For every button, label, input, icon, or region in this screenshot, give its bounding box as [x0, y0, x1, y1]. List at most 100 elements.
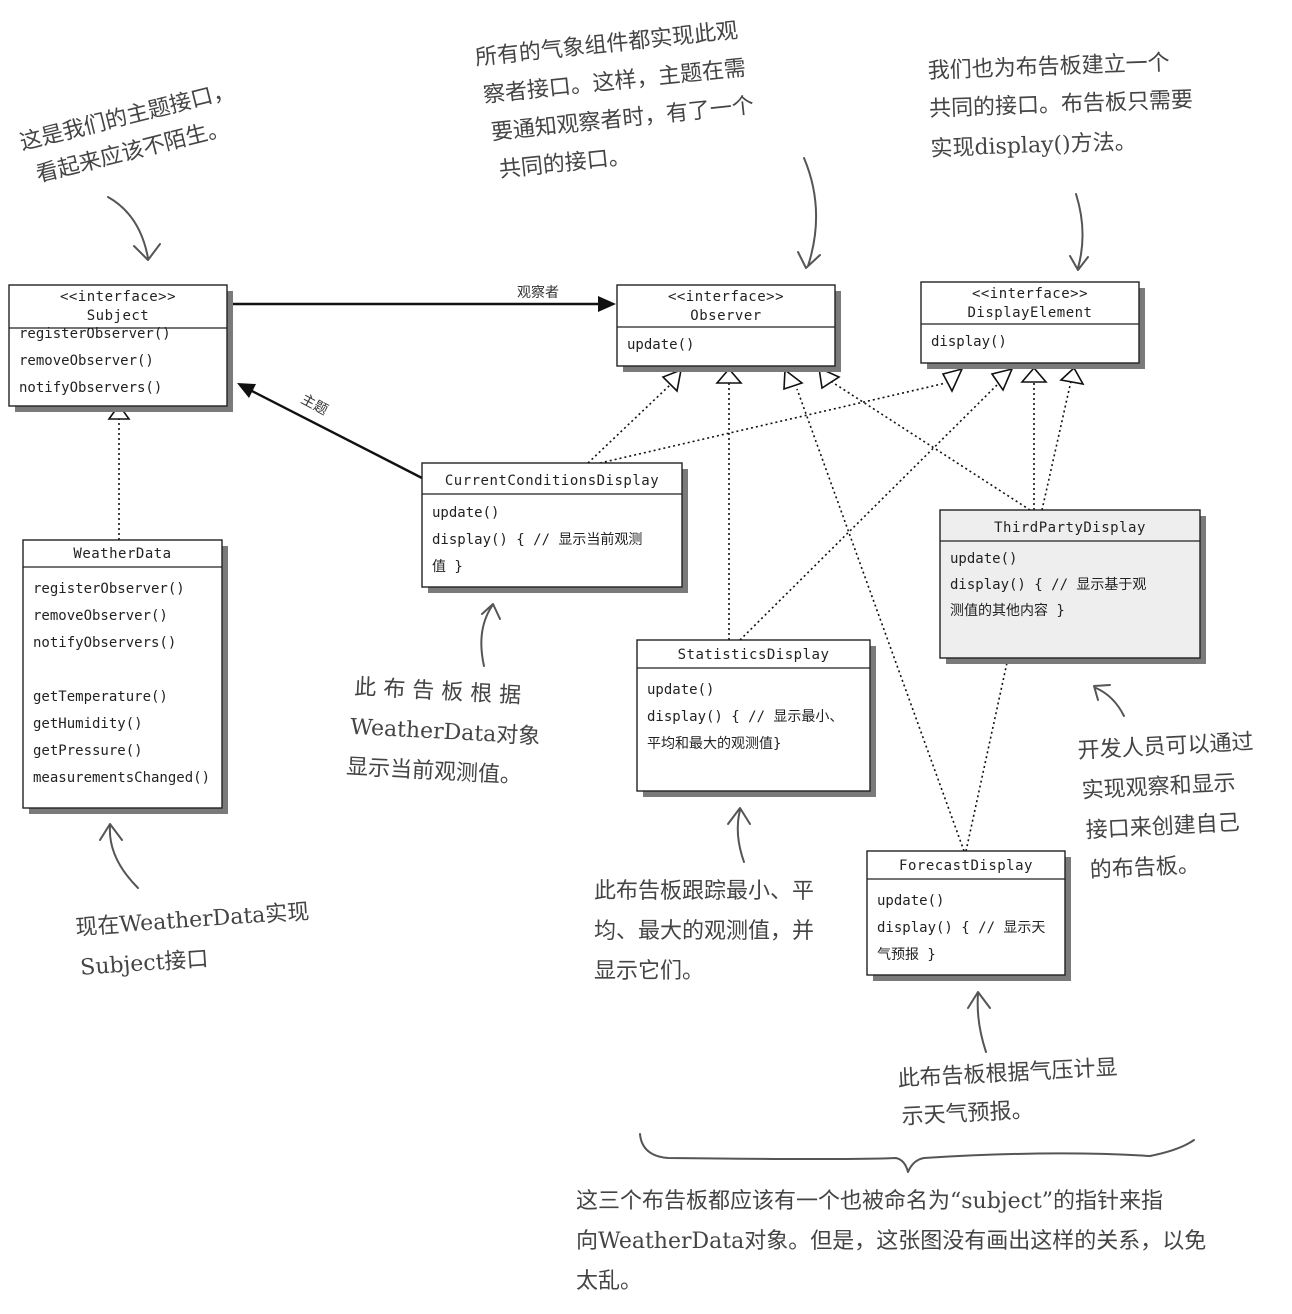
statistics-class-name: StatisticsDisplay: [678, 647, 830, 663]
display-element-method: display(): [931, 334, 1007, 350]
current-implements-display: [599, 382, 947, 464]
current-note: 此 布 告 板 根 据 WeatherData对象 显示当前观测值。: [346, 675, 541, 789]
observer-class-name: Observer: [690, 308, 761, 324]
third-party-note: 开发人员可以通过 实现观察和显示 接口来创建自己 的布告板。: [1077, 730, 1254, 884]
current-note-line: WeatherData对象: [350, 715, 541, 750]
subject-method: registerObserver(): [19, 326, 171, 342]
thirdparty-implements-display-2: [1041, 380, 1072, 511]
forecast-note-line: 此布告板根据气压计显: [897, 1056, 1118, 1092]
display-generalization-triangle-4: [1059, 366, 1085, 386]
statistics-note-line: 均、最大的观测值，并: [594, 919, 814, 944]
observer-method: update(): [627, 337, 694, 353]
observer-note-line: 共同的接口。: [498, 144, 632, 183]
current-conditions-box-frame: [421, 462, 683, 588]
forecast-class-box: ForecastDisplay update() display() { // 显示…: [866, 850, 1071, 981]
display-note: 我们也为布告板建立一个 共同的接口。布告板只需要 实现display()方法。: [927, 51, 1194, 162]
display-element-class-box: <<interface>> DisplayElement display(): [920, 281, 1145, 369]
forecast-box-frame: [866, 850, 1066, 976]
subject-note: 这是我们的主题接口， 看起来应该不陌生。: [17, 78, 237, 188]
subject-method: notifyObservers(): [19, 380, 162, 396]
observer-stereotype: <<interface>>: [668, 289, 784, 305]
statistics-method: 平均和最大的观测值}: [647, 736, 781, 752]
weather-note: 现在WeatherData实现 Subject接口: [75, 900, 310, 981]
current-conditions-method: 值 }: [432, 559, 463, 575]
display-generalization-triangle-2: [990, 367, 1014, 392]
weather-data-method: measurementsChanged(): [33, 770, 210, 786]
weather-data-class-name: WeatherData: [73, 546, 171, 562]
weather-data-method: notifyObservers(): [33, 635, 176, 651]
weather-data-method: registerObserver(): [33, 581, 185, 597]
bottom-note: 这三个布告板都应该有一个也被命名为“subject”的指针来指 向Weather…: [576, 1189, 1206, 1294]
display-pointer-arrow: [1069, 193, 1089, 271]
current-conditions-class-box: CurrentConditionsDisplay update() display(…: [421, 462, 688, 593]
forecast-implements-observer: [796, 388, 965, 852]
forecast-class-name: ForecastDisplay: [899, 858, 1033, 874]
statistics-box-frame: [636, 639, 871, 792]
bottom-brace: [639, 1133, 1195, 1173]
observer-pointer-arrow: [797, 157, 821, 269]
subject-class-box: <<interface>> Subject registerObserver() re…: [8, 284, 233, 412]
observer-generalization-triangle-1: [661, 368, 683, 393]
third-party-method: display() { // 显示基于观: [950, 576, 1146, 593]
bottom-note-line: 太乱。: [576, 1269, 642, 1294]
current-conditions-method: update(): [432, 505, 499, 521]
current-note-line: 显示当前观测值。: [346, 755, 523, 789]
third-party-note-line: 开发人员可以通过: [1077, 730, 1254, 764]
display-generalization-triangle-1: [941, 367, 964, 393]
third-party-method: 测值的其他内容 }: [950, 602, 1065, 619]
weather-data-method: removeObserver(): [33, 608, 168, 624]
display-note-line: 实现display()方法。: [930, 130, 1137, 162]
statistics-note: 此布告板跟踪最小、平 均、最大的观测值，并 显示它们。: [594, 879, 814, 984]
display-element-box-frame: [920, 281, 1140, 364]
display-note-line: 我们也为布告板建立一个: [927, 51, 1170, 84]
weather-data-method: getPressure(): [33, 743, 143, 759]
display-element-class-name: DisplayElement: [967, 305, 1092, 321]
subject-association-line: [249, 388, 423, 480]
observer-generalization-triangle-2: [715, 367, 743, 384]
observer-class-box: <<interface>> Observer update(): [616, 284, 841, 372]
weather-data-method: getHumidity(): [33, 716, 143, 732]
weather-data-box-frame: [22, 539, 223, 809]
observers-association-arrowhead: [598, 296, 616, 312]
statistics-pointer-arrow: [727, 807, 751, 863]
third-party-note-line: 的布告板。: [1089, 853, 1200, 884]
current-implements-observer: [587, 384, 671, 464]
forecast-method: 气预报 }: [877, 947, 936, 963]
forecast-note: 此布告板根据气压计显 示天气预报。: [897, 1056, 1118, 1130]
current-pointer-arrow: [480, 603, 501, 667]
display-generalization-triangle-3: [1020, 366, 1048, 383]
weather-data-class-box: WeatherData registerObserver() removeObser…: [22, 539, 228, 814]
subject-class-name: Subject: [87, 308, 150, 324]
weather-data-method: getTemperature(): [33, 689, 168, 705]
third-party-class-name: ThirdPartyDisplay: [994, 520, 1146, 536]
statistics-method: update(): [647, 682, 714, 698]
subject-method: removeObserver(): [19, 353, 154, 369]
subject-stereotype: <<interface>>: [60, 289, 176, 305]
statistics-implements-display: [739, 383, 999, 641]
current-conditions-class-name: CurrentConditionsDisplay: [445, 473, 659, 489]
forecast-method: update(): [877, 893, 944, 909]
third-party-note-line: 实现观察和显示: [1081, 771, 1236, 804]
display-note-line: 共同的接口。布告板只需要: [929, 88, 1194, 122]
third-party-box-frame: [939, 509, 1201, 659]
forecast-implements-display: [965, 657, 1009, 852]
forecast-method: display() { // 显示天: [877, 920, 1045, 936]
subject-association-label: 主题: [298, 391, 330, 418]
observer-note: 所有的气象组件都实现此观 察者接口。这样，主题在需 要通知观察者时，有了一个 共…: [474, 19, 755, 184]
display-element-stereotype: <<interface>>: [972, 286, 1088, 302]
current-conditions-method: display() { // 显示当前观测: [432, 531, 642, 548]
third-party-pointer-arrow: [1093, 684, 1125, 717]
current-note-line: 此 布 告 板 根 据: [354, 675, 522, 709]
third-party-class-box: ThirdPartyDisplay update() display() { // …: [939, 509, 1206, 664]
third-party-method: update(): [950, 551, 1017, 567]
weather-note-line: Subject接口: [79, 947, 209, 981]
third-party-note-line: 接口来创建自己: [1085, 811, 1240, 844]
subject-box-frame: [8, 284, 228, 407]
weather-note-line: 现在WeatherData实现: [75, 900, 310, 941]
forecast-pointer-arrow: [967, 991, 991, 1053]
class-boxes: <<interface>> Subject registerObserver() re…: [8, 281, 1206, 981]
hand-drawn-arrows: [99, 157, 1195, 1173]
forecast-note-line: 示天气预报。: [901, 1098, 1034, 1130]
